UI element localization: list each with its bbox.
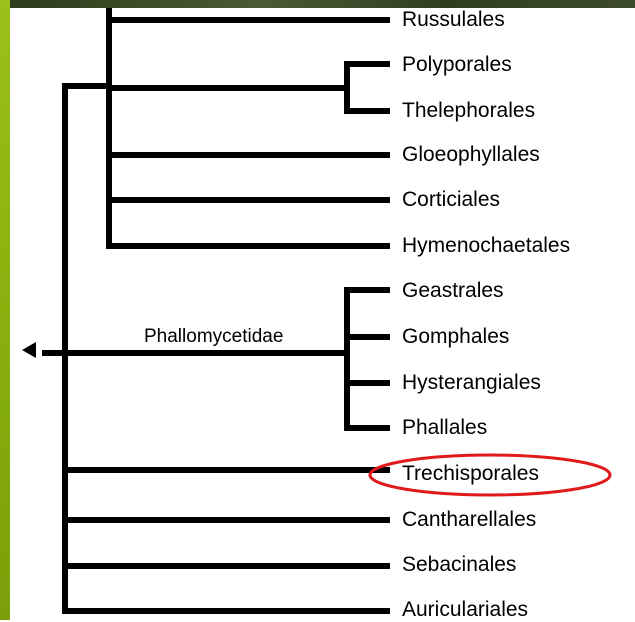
taxon-label-thelephorales: Thelephorales (402, 99, 535, 123)
taxon-label-phallales: Phallales (402, 416, 487, 440)
taxon-label-gloeophyllales: Gloeophyllales (402, 143, 540, 167)
taxon-label-cantharellales: Cantharellales (402, 508, 536, 532)
taxon-label-polyporales: Polyporales (402, 53, 512, 77)
taxon-label-corticiales: Corticiales (402, 188, 500, 212)
taxon-label-hymenochaetales: Hymenochaetales (402, 234, 570, 258)
taxon-label-sebacinales: Sebacinales (402, 553, 516, 577)
taxon-label-trechisporales: Trechisporales (402, 462, 539, 486)
taxon-label-geastrales: Geastrales (402, 279, 504, 303)
taxon-label-auriculariales: Auriculariales (402, 598, 528, 622)
taxon-label-russulales: Russulales (402, 8, 505, 32)
root-arrow-icon (22, 342, 36, 358)
taxon-label-hysterangiales: Hysterangiales (402, 371, 541, 395)
clade-label-phallomycetidae: Phallomycetidae (144, 326, 283, 348)
taxon-label-gomphales: Gomphales (402, 325, 509, 349)
